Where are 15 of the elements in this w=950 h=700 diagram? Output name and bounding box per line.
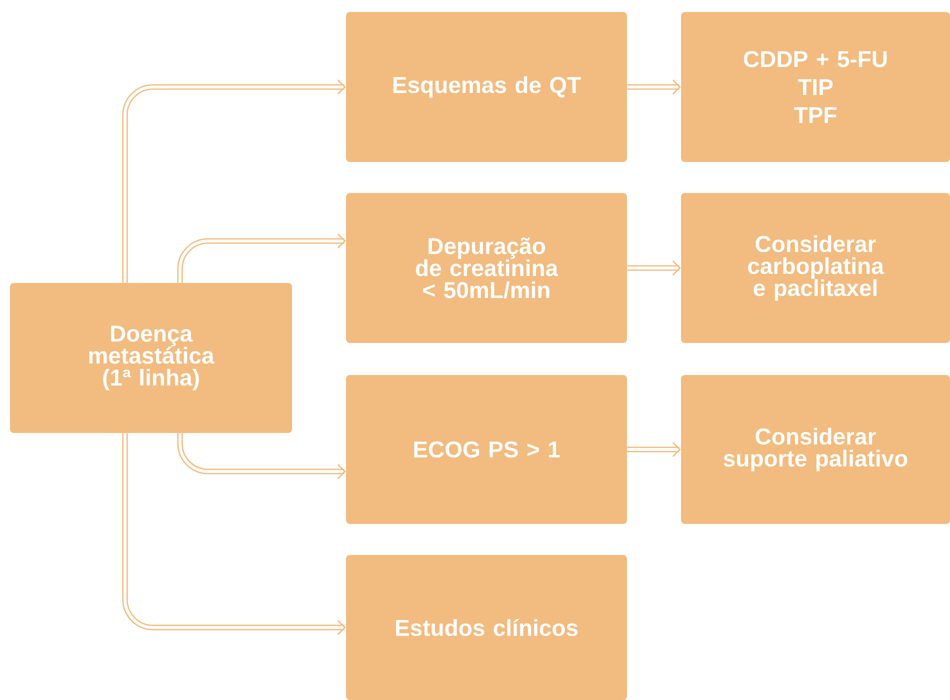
arrow [122, 80, 346, 283]
process-box: Esquemas de QT [346, 12, 627, 162]
process-box: Considerar suporte paliativo [681, 375, 950, 524]
process-box: CDDP + 5-FU TIP TPF [681, 12, 950, 162]
process-box: Considerar carboplatina e paclitaxel [681, 193, 950, 343]
process-box: ECOG PS > 1 [346, 375, 627, 524]
arrow [177, 433, 346, 479]
process-box: Depuração de creatinina < 50mL/min [346, 193, 627, 343]
arrow [627, 442, 681, 457]
arrow [627, 260, 681, 276]
arrow [122, 433, 346, 635]
process-box: Doença metastática (1ª linha) [10, 283, 292, 433]
process-box: Estudos clínicos [346, 555, 627, 700]
arrow [177, 234, 346, 283]
arrow [627, 80, 681, 94]
